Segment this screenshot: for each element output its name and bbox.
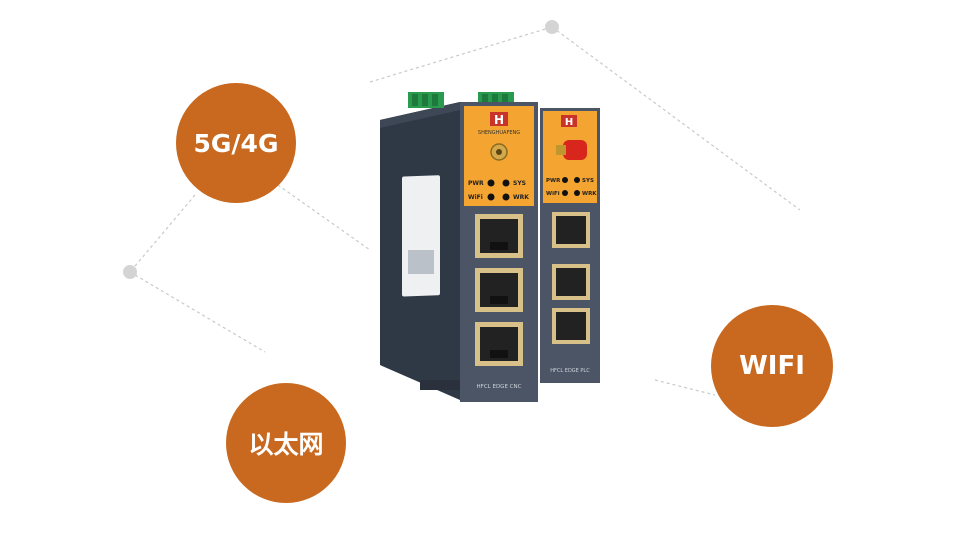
led-indicator [502,193,510,201]
industrial-edge-gateway-photo: H SHENGHUAFENG PWR SYS WiFi WRK HFCL EDG… [380,92,600,402]
led-indicator [562,177,568,183]
left-unit-sticker [402,175,440,297]
led-indicator [502,179,510,187]
left-unit-model: HFCL EDGE CNC [477,384,522,390]
ethernet-port-icon [475,214,523,258]
ethernet-feature-label: 以太网 [248,430,324,459]
connection-dot [545,20,559,34]
led-indicator [487,179,495,187]
left-unit-brand: SHENGHUAFENG [478,130,520,136]
wifi-feature-badge: WIFI [711,305,833,427]
ethernet-port-icon [552,212,590,248]
connection-dot [123,265,137,279]
led-indicator [574,190,580,196]
led-label-sys: SYS [582,178,594,184]
led-indicator [574,177,580,183]
din-rail-clip [420,380,460,390]
wifi-feature-label: WIFI [739,351,805,381]
led-label-wrk: WRK [582,191,597,197]
led-label-wifi: WiFi [468,194,483,201]
ethernet-port-icon [552,308,590,344]
led-indicator [487,193,495,201]
led-label-pwr: PWR [546,178,561,184]
ethernet-port-icon [552,264,590,300]
left-unit-logo: H [494,113,504,127]
right-unit-model: HFCL EDGE PLC [550,368,590,374]
led-label-sys: SYS [513,180,526,187]
red-antenna-icon [563,140,587,160]
cellular-feature-badge: 5G/4G [176,83,296,203]
led-label-pwr: PWR [468,180,484,187]
ethernet-port-icon [475,322,523,366]
ethernet-feature-badge: 以太网 [226,383,346,503]
led-label-wifi: WiFi [546,191,560,197]
led-indicator [562,190,568,196]
right-unit-logo: H [565,117,573,128]
led-label-wrk: WRK [513,194,529,201]
ethernet-port-icon [475,268,523,312]
cellular-feature-label: 5G/4G [193,128,279,158]
